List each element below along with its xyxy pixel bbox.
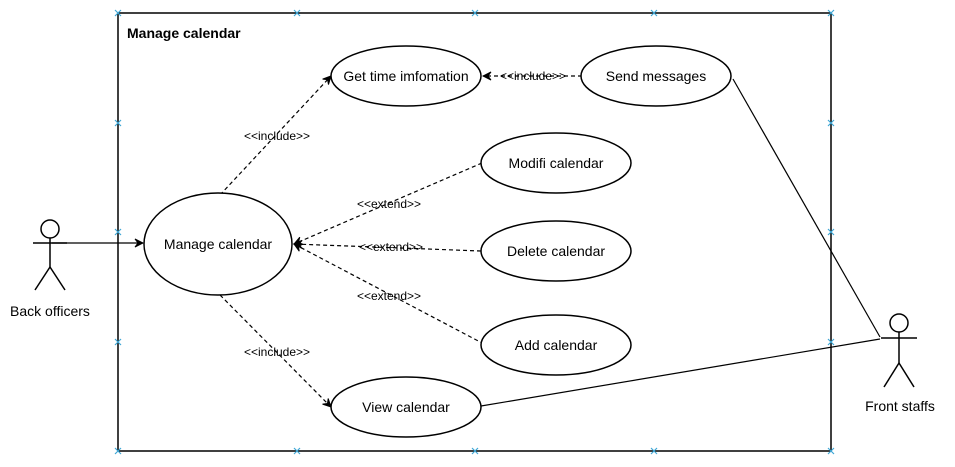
extend-add-connector[interactable] <box>294 243 485 345</box>
relation-label-include-send-messages: <<include>> <box>500 69 566 83</box>
selection-handles <box>114 9 835 455</box>
use-case-label: View calendar <box>362 399 450 415</box>
relation-label-extend-modify: <<extend>> <box>357 197 421 211</box>
handle-mark <box>114 119 122 127</box>
use-case-label: Modifi calendar <box>509 155 604 171</box>
relation-label-extend-delete: <<extend>> <box>359 240 423 254</box>
include-get-time-connector[interactable] <box>219 76 331 196</box>
actor-leg-right <box>49 266 66 291</box>
use-case-label: Send messages <box>606 68 706 84</box>
actor-label-back-officers: Back officers <box>10 303 90 319</box>
relation-label-extend-add: <<extend>> <box>357 289 421 303</box>
handle-mark <box>650 447 658 455</box>
include-view-connector[interactable] <box>219 294 331 407</box>
view-calendar-to-front-staffs[interactable] <box>480 338 881 407</box>
use-case-delete-calendar[interactable]: Delete calendar <box>480 220 632 282</box>
use-case-manage-calendar[interactable]: Manage calendar <box>143 192 293 296</box>
handle-mark <box>114 228 122 236</box>
handle-mark <box>827 9 835 17</box>
handle-mark <box>293 9 301 17</box>
use-case-modify-calendar[interactable]: Modifi calendar <box>480 132 632 194</box>
handle-mark <box>827 228 835 236</box>
actor-head <box>889 313 909 333</box>
actor-leg-right <box>898 362 915 388</box>
system-title: Manage calendar <box>127 25 241 41</box>
use-case-label: Delete calendar <box>507 243 605 259</box>
extend-modify-connector[interactable] <box>294 162 483 244</box>
actor-front-staffs[interactable] <box>881 313 917 388</box>
relation-label-include-get-time: <<include>> <box>244 129 310 143</box>
handle-mark <box>114 447 122 455</box>
handle-mark <box>471 447 479 455</box>
actor-label-front-staffs: Front staffs <box>865 398 935 414</box>
handle-mark <box>650 9 658 17</box>
handle-mark <box>293 447 301 455</box>
use-case-view-calendar[interactable]: View calendar <box>330 376 482 438</box>
use-case-label: Manage calendar <box>164 236 273 252</box>
actor-back-officers[interactable] <box>33 219 67 291</box>
handle-mark <box>114 338 122 346</box>
use-case-label: Add calendar <box>515 337 598 353</box>
handle-mark <box>827 338 835 346</box>
send-messages-to-front-staffs[interactable] <box>732 78 881 338</box>
actor-leg-left <box>883 362 900 388</box>
use-case-label: Get time imfomation <box>343 68 468 84</box>
actor-head <box>40 219 60 239</box>
handle-mark <box>471 9 479 17</box>
relation-label-include-view: <<include>> <box>244 345 310 359</box>
handle-mark <box>827 119 835 127</box>
use-case-get-time-information[interactable]: Get time imfomation <box>330 45 482 107</box>
actor-leg-left <box>34 266 51 291</box>
use-case-add-calendar[interactable]: Add calendar <box>480 314 632 376</box>
handle-mark <box>827 447 835 455</box>
handle-mark <box>114 9 122 17</box>
extend-delete-connector[interactable] <box>294 244 482 252</box>
use-case-send-messages[interactable]: Send messages <box>580 45 732 107</box>
